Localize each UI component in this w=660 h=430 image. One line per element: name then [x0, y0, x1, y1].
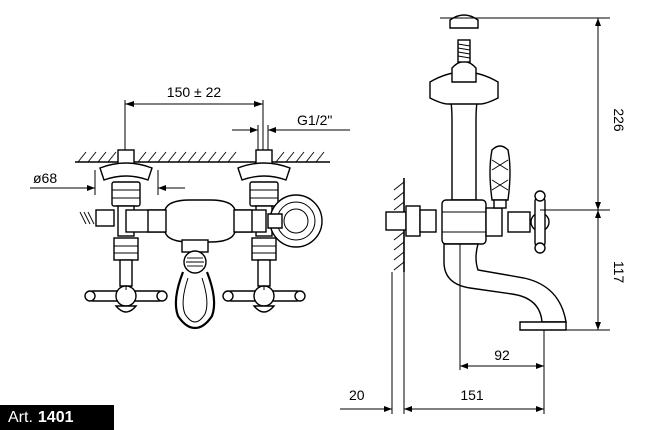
dim-height-lower-label: 117: [611, 261, 627, 284]
dim-diameter-label: ø68: [33, 170, 57, 186]
dim-diameter: ø68: [30, 170, 185, 195]
left-cross-handle-icon[interactable]: [84, 237, 168, 313]
dim-spout-reach-label: 92: [494, 347, 510, 363]
dim-heights: 226 117: [492, 17, 627, 331]
dim-depths: 151 20: [340, 272, 544, 414]
dim-thread-label: G1/2": [297, 112, 332, 128]
spout-side: [443, 243, 567, 331]
diverter-plate: [267, 194, 323, 248]
lever-handle-icon[interactable]: [489, 145, 511, 209]
side-view: 226 117 92 151 20: [340, 14, 627, 414]
right-cross-handle-icon[interactable]: [222, 237, 306, 313]
dim-spacing-label: 150 ± 22: [167, 84, 222, 100]
wall-front: [75, 151, 330, 163]
spout-front: [174, 239, 216, 330]
dim-thread: G1/2": [232, 112, 350, 152]
dim-height-upper-label: 226: [611, 108, 627, 132]
article-prefix: Art.: [8, 408, 33, 426]
shower-cradle: [429, 14, 499, 105]
article-badge: Art. 1401: [0, 405, 114, 430]
hose-outlet: [79, 209, 115, 227]
side-wall-connector: [385, 205, 437, 237]
dim-spacing: 150 ± 22: [124, 84, 264, 150]
front-view: 150 ± 22 G1/2": [30, 84, 350, 330]
mixer-body: [125, 199, 267, 243]
article-number: 1401: [37, 408, 74, 426]
dim-total-depth-label: 151: [460, 387, 484, 403]
dim-spout-reach: 92: [459, 244, 545, 414]
dim-wall-offset-label: 20: [349, 387, 365, 403]
side-cross-handle-icon[interactable]: [507, 190, 550, 254]
